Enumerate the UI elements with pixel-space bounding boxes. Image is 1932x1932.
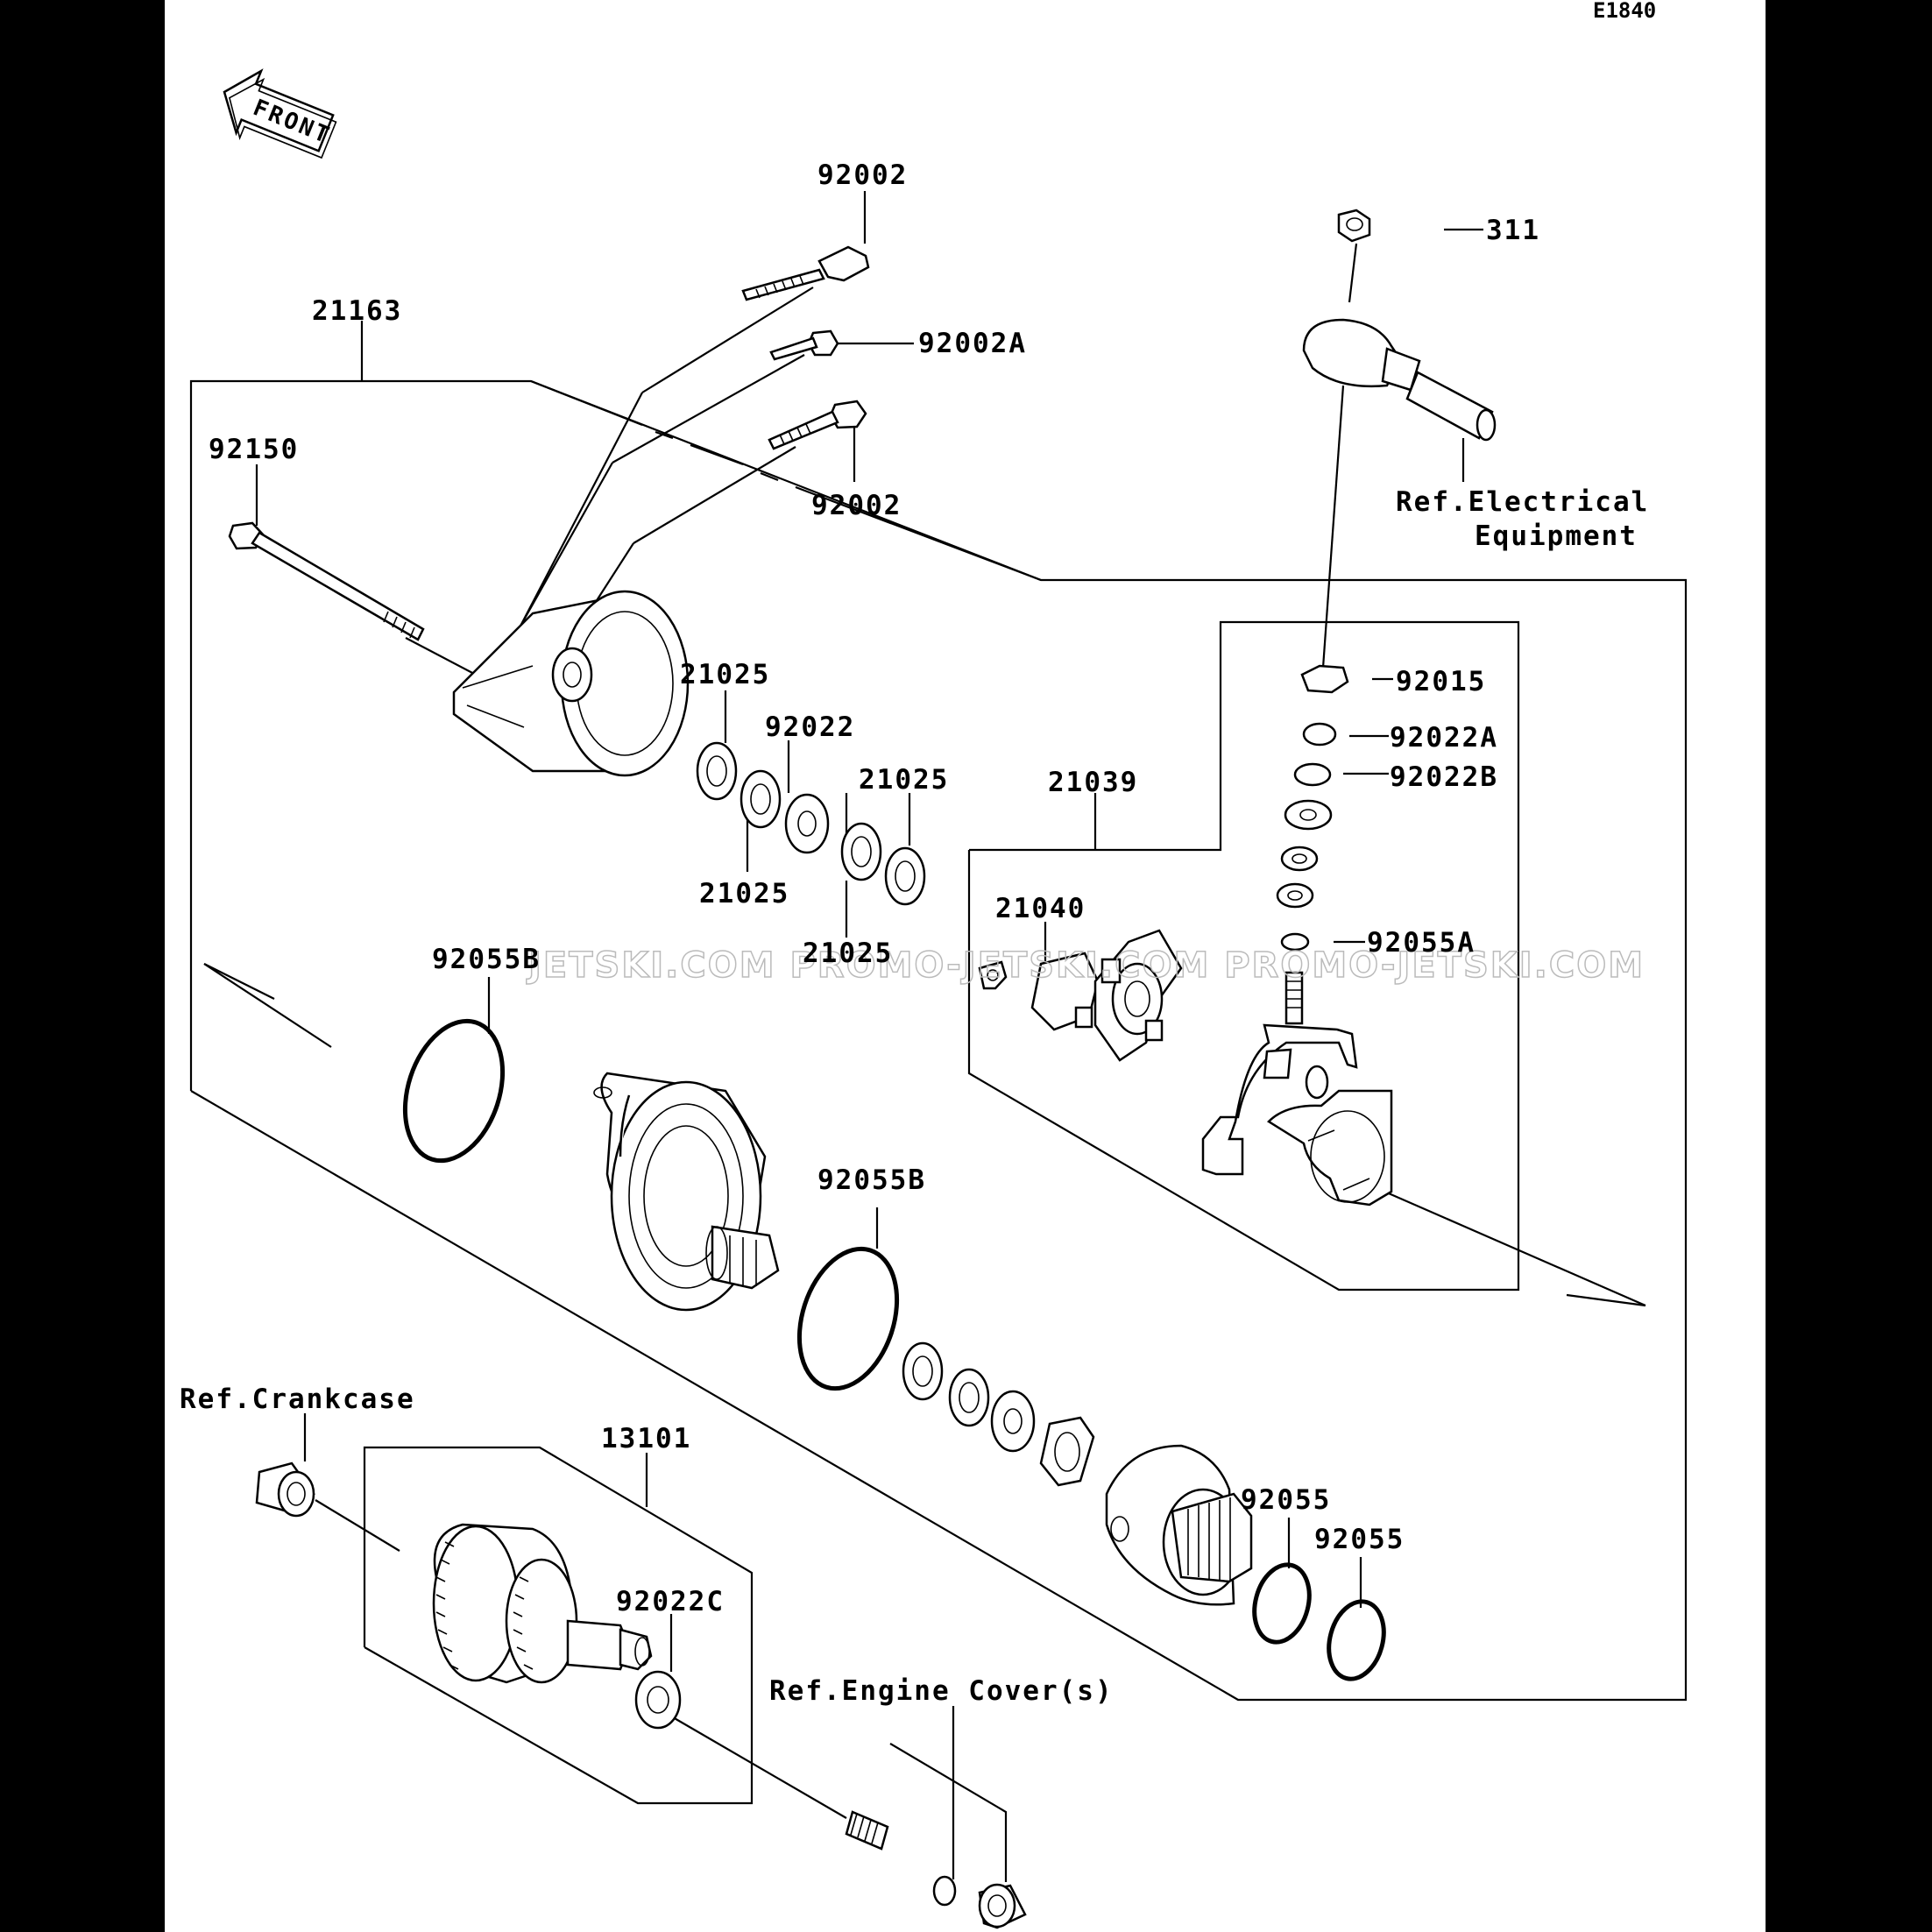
label-92002A: 92002A (918, 328, 1027, 359)
watermark: JETSKI.COM PROMO-JETSKI.COM PROMO-JETSKI… (526, 945, 1645, 986)
nut-92015 (1300, 664, 1349, 694)
insulator-washers (1276, 799, 1333, 909)
brush-spring-21040 (978, 960, 1008, 990)
label-92055B-left: 92055B (432, 944, 541, 975)
o-ring-92055A (1280, 932, 1310, 952)
nut-311 (1337, 209, 1371, 243)
label-13101: 13101 (601, 1423, 691, 1454)
label-ref-electrical-2: Equipment (1475, 520, 1638, 552)
label-92055A: 92055A (1367, 927, 1476, 959)
front-cover (1105, 1444, 1253, 1606)
label-92002-top: 92002 (817, 159, 908, 191)
bolt-92150 (228, 521, 425, 641)
diagram-code: E1840 (1593, 0, 1656, 23)
label-92055-a: 92055 (1241, 1484, 1331, 1516)
brush-plate-21040 (1030, 929, 1183, 1062)
assembly-outline-21163 (189, 379, 1688, 1702)
o-ring-92055-a (1252, 1562, 1312, 1645)
assembly-outline-21039 (967, 620, 1520, 1292)
washer-92022C (634, 1670, 682, 1730)
label-92015: 92015 (1396, 666, 1486, 697)
label-92022C: 92022C (616, 1586, 725, 1617)
washer-92022A (1302, 722, 1337, 747)
bolt-92002A (769, 329, 839, 361)
bolt-92002-mid (768, 400, 867, 450)
label-92055B-center: 92055B (817, 1164, 926, 1196)
assembly-outline-13101 (363, 1446, 754, 1805)
end-cover-21163 (452, 590, 690, 777)
crankcase-bushing (255, 1461, 315, 1518)
label-311: 311 (1486, 215, 1540, 246)
label-92022: 92022 (765, 711, 855, 743)
washer-set-21025 (696, 741, 926, 906)
label-21025-d: 21025 (803, 938, 893, 969)
thrust-washers (902, 1341, 1095, 1487)
motor-yoke (593, 1072, 780, 1312)
label-21040: 21040 (995, 893, 1086, 924)
washer-92022B (1293, 762, 1332, 787)
label-21039: 21039 (1048, 767, 1138, 798)
label-21025-b: 21025 (859, 764, 949, 796)
o-ring-92055B-center (796, 1246, 900, 1391)
collar (978, 1883, 1027, 1929)
label-92022A: 92022A (1390, 722, 1498, 754)
terminal-cable (1302, 318, 1497, 442)
label-21163: 21163 (312, 295, 402, 327)
label-ref-crankcase: Ref.Crankcase (180, 1384, 415, 1415)
small-washer (932, 1875, 957, 1907)
front-arrow-icon: FRONT (223, 68, 337, 159)
starter-clutch-13101 (432, 1523, 653, 1684)
brush-holder-21039 (1201, 971, 1393, 1207)
label-92150: 92150 (209, 434, 299, 465)
label-92055-b: 92055 (1314, 1524, 1405, 1555)
label-ref-engine-cover: Ref.Engine Cover(s) (769, 1675, 1114, 1707)
bolt-92002-top (741, 245, 870, 301)
spring (845, 1810, 889, 1851)
label-21025-c: 21025 (699, 878, 789, 909)
label-92022B: 92022B (1390, 761, 1498, 793)
starter-motor-exploded-view: E1840 FRONT (180, 0, 1688, 1929)
label-92002-mid: 92002 (811, 490, 902, 521)
label-21025-a: 21025 (680, 659, 770, 690)
o-ring-92055-b (1327, 1599, 1386, 1681)
parts-diagram-sheet: E1840 FRONT (165, 0, 1766, 1932)
o-ring-92055B-left (402, 1018, 506, 1164)
label-ref-electrical-1: Ref.Electrical (1396, 486, 1649, 518)
